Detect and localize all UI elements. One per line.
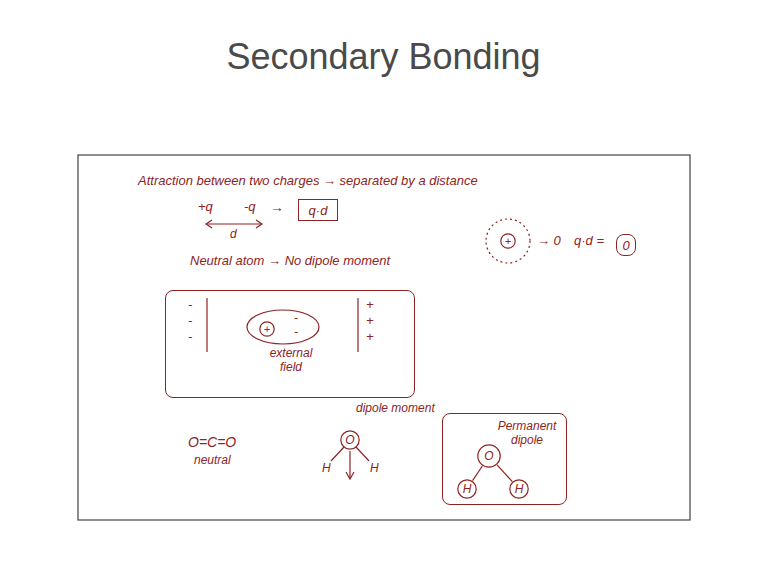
- handwritten-note: dipole moment: [356, 402, 435, 416]
- handwritten-note: q·d =: [574, 234, 604, 249]
- boxed-result: 0: [616, 234, 636, 256]
- circle-outline-shape: [260, 322, 274, 336]
- circle-outline-shape: [478, 445, 500, 467]
- node-text: Permanent dipole: [494, 420, 560, 448]
- bond-line: [473, 466, 483, 481]
- oxygen-atom: O: [477, 444, 501, 468]
- handwritten-note: -q: [244, 200, 256, 215]
- handwritten-note: -: [188, 330, 192, 345]
- handwritten-note: Neutral atom → No dipole moment: [190, 254, 390, 269]
- handwritten-note: O=C=O: [188, 434, 236, 450]
- arrow-head: [206, 220, 212, 228]
- handwritten-note: d: [230, 228, 237, 242]
- node-text: external field: [259, 347, 323, 375]
- bond-line: [356, 447, 369, 461]
- node-text: O: [345, 434, 354, 446]
- nucleus: +: [500, 233, 516, 249]
- handwritten-note: H: [322, 462, 331, 476]
- arrow-head: [346, 472, 354, 479]
- charged-plate: [357, 298, 358, 352]
- handwritten-note: +: [366, 314, 374, 329]
- circle-outline-shape: [501, 234, 515, 248]
- node-text: H: [515, 483, 524, 495]
- handwritten-note: +: [366, 330, 374, 345]
- bond-line: [331, 447, 344, 461]
- slide-title: Secondary Bonding: [0, 36, 767, 78]
- handwritten-note: → 0: [537, 234, 561, 249]
- oxygen-atom: O: [340, 430, 360, 450]
- nucleus: +: [259, 321, 275, 337]
- node-text: q·d: [309, 204, 328, 217]
- polarized-atom: [247, 310, 319, 344]
- hydrogen-atom: H: [509, 479, 529, 499]
- handwritten-note: +: [366, 298, 374, 313]
- handwritten-note: Attraction between two charges → separat…: [138, 174, 478, 189]
- node-text: +: [505, 236, 511, 247]
- circle-outline-shape: [341, 431, 359, 449]
- charged-plate: [206, 298, 207, 352]
- handwritten-note: -: [294, 326, 298, 340]
- handwritten-note: -: [294, 312, 298, 326]
- node-text: 0: [622, 239, 629, 252]
- handwritten-note: -: [188, 314, 192, 329]
- handwritten-note: +q: [198, 200, 213, 215]
- node-text: H: [463, 483, 472, 495]
- content-frame: [78, 155, 690, 520]
- handwritten-note: neutral: [194, 454, 231, 468]
- distance-line: [206, 223, 262, 224]
- handwritten-note: -: [188, 298, 192, 313]
- handwritten-note: →: [270, 199, 284, 215]
- dipole-arrow: [349, 451, 350, 478]
- bond-line: [497, 465, 512, 482]
- circle-outline-shape: [458, 480, 476, 498]
- electron-cloud: [486, 219, 530, 263]
- handwritten-note: H: [370, 462, 379, 476]
- hydrogen-atom: H: [457, 479, 477, 499]
- field-box: external field +: [165, 290, 415, 398]
- permanent-dipole-box: Permanent dipoleO H H: [442, 413, 567, 505]
- node-text: O: [484, 450, 493, 462]
- arrow-head: [256, 220, 262, 228]
- boxed-product: q·d: [298, 199, 338, 221]
- node-text: +: [264, 324, 270, 335]
- circle-outline-shape: [510, 480, 528, 498]
